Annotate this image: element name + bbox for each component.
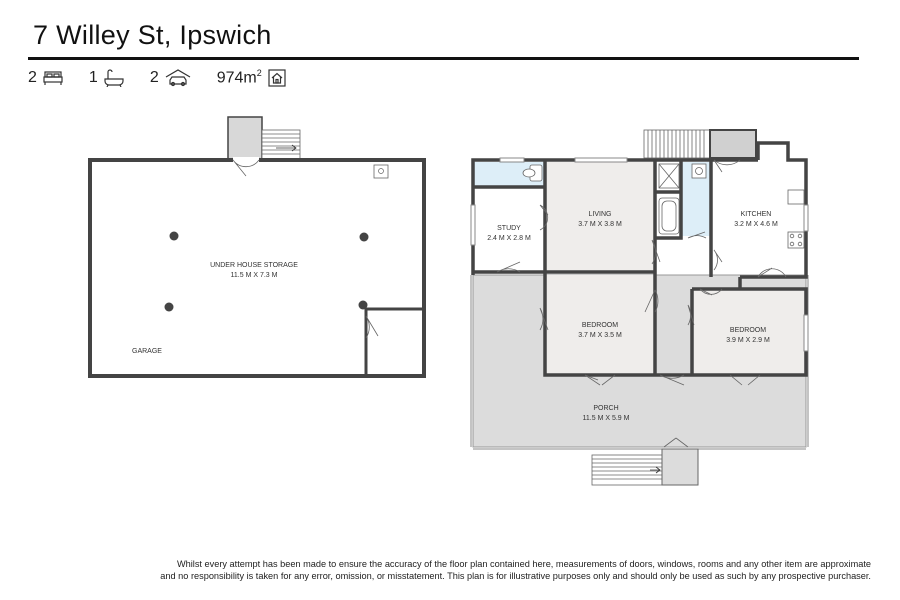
storage-walls [88,158,426,378]
car-icon [165,68,191,87]
back-stairs [643,129,711,159]
bedrooms-count: 2 [28,68,37,86]
under-house-plan: UNDER HOUSE STORAGE 11.5 M X 7.3 M GARAG… [88,116,426,378]
door-under-house [232,159,260,177]
bedroom-1-label: BEDROOM [582,322,618,329]
disclaimer-line-2: and no responsibility is taken for any e… [160,571,871,581]
main-floor-plan: STUDY 2.4 M X 2.8 M LIVING 3.7 M X 3.8 M… [470,129,809,486]
back-landing [709,129,757,159]
windows [470,157,809,352]
bedroom-2-dims: 3.9 M X 2.9 M [726,337,770,344]
bathrooms-count: 1 [88,68,98,86]
post [358,300,368,310]
garage-label: GARAGE [132,348,162,355]
house-icon [268,69,286,87]
living-dims: 3.7 M X 3.8 M [578,221,622,228]
laundry-sink [373,164,389,179]
stat-bathrooms: 1 [89,69,124,87]
post [164,302,174,312]
title-divider [28,57,859,60]
bedroom-1 [545,275,655,375]
disclaimer: Whilst every attempt has been made to en… [111,558,871,582]
page-title: 7 Willey St, Ipswich [33,20,272,50]
stat-garages: 2 [150,69,191,87]
living-label: LIVING [589,211,612,218]
front-stairs [591,454,663,486]
kitchen-dims: 3.2 M X 4.6 M [734,221,778,228]
post [359,232,369,242]
storage-label: UNDER HOUSE STORAGE [210,262,298,269]
front-landing [661,448,699,486]
disclaimer-line-1: Whilst every attempt has been made to en… [176,559,871,569]
study-dims: 2.4 M X 2.8 M [487,235,531,242]
kitchen-label: KITCHEN [741,211,772,218]
living-room [545,162,655,272]
bed-icon [43,70,63,86]
bedroom-2 [692,289,804,375]
stat-land: 974m2 [217,68,286,87]
land-unit: 2 [256,68,262,78]
storage-dims: 11.5 M X 7.3 M [231,272,278,279]
garages-count: 2 [149,68,159,86]
fixtures [522,163,805,249]
land-area: 974m [216,69,257,87]
cooktop [787,231,805,249]
bath-icon [104,69,124,87]
doors [496,159,787,448]
door-small-room [365,315,379,339]
stair-landing [227,116,263,160]
stairs-under-house [261,129,301,160]
kitchen-sink [787,189,805,205]
study-label: STUDY [497,225,521,232]
bedroom-2-label: BEDROOM [730,327,766,334]
bedroom-1-dims: 3.7 M X 3.5 M [578,332,622,339]
porch-label: PORCH [593,405,618,412]
stat-bedrooms: 2 [28,69,63,87]
property-stats: 2 1 2 974m2 [28,68,312,87]
post [169,231,179,241]
storage-inner-wall [364,307,424,376]
porch-dims: 11.5 M X 5.9 M [583,415,630,422]
